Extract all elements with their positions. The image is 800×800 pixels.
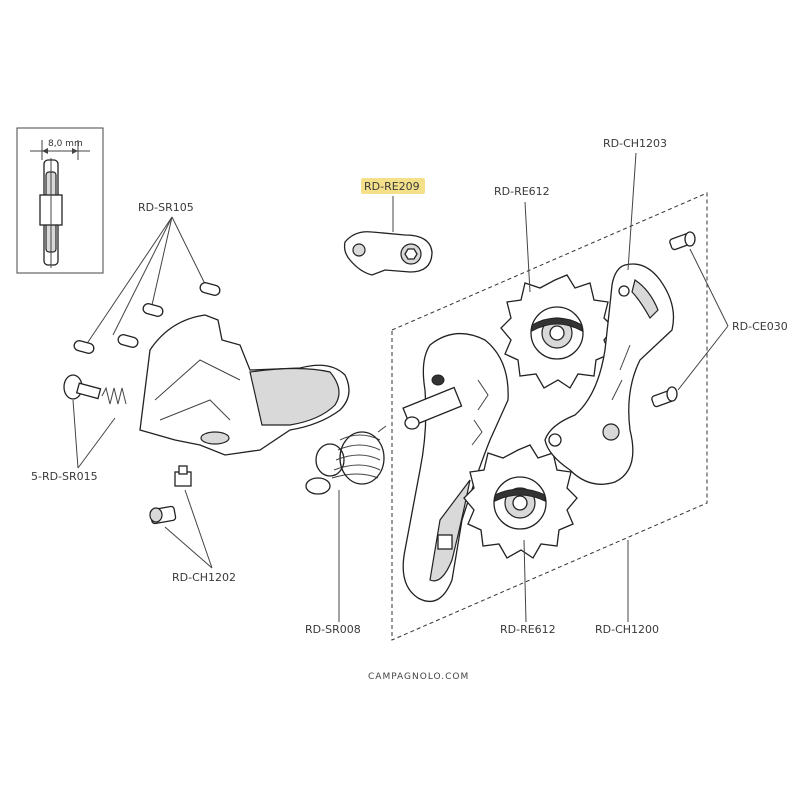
inset-detail: 8,0 mm bbox=[16, 127, 104, 274]
lower-jockey-wheel bbox=[463, 444, 578, 559]
label-rd-ce030: RD-CE030 bbox=[732, 320, 788, 333]
label-rd-sr105: RD-SR105 bbox=[138, 201, 194, 214]
cage-screws bbox=[651, 231, 696, 408]
pivot-axle bbox=[402, 374, 463, 430]
label-rd-ch1202: RD-CH1202 bbox=[172, 571, 236, 584]
pin-parts bbox=[73, 282, 221, 354]
label-rd-ch1200: RD-CH1200 bbox=[595, 623, 659, 636]
upper-jockey-wheel bbox=[500, 274, 615, 389]
footer-brand: CAMPAGNOLO.COM bbox=[368, 672, 469, 682]
label-rd-re612-top: RD-RE612 bbox=[494, 185, 550, 198]
torsion-spring bbox=[305, 425, 387, 495]
label-rd-re209-highlight bbox=[361, 178, 425, 194]
inset-dimension-label: 8,0 mm bbox=[48, 139, 83, 149]
fixing-bolt bbox=[63, 374, 127, 405]
adjust-screws bbox=[149, 465, 192, 525]
cage-assembly-outline bbox=[391, 192, 708, 641]
label-rd-re612-bottom: RD-RE612 bbox=[500, 623, 556, 636]
link-plate-part bbox=[343, 231, 433, 276]
label-rd-sr008: RD-SR008 bbox=[305, 623, 361, 636]
label-rd-ch1203: RD-CH1203 bbox=[603, 137, 667, 150]
label-rd-re209: RD-RE209 bbox=[364, 180, 420, 193]
label-5-rd-sr015: 5-RD-SR015 bbox=[31, 470, 98, 483]
outer-cage-plate bbox=[544, 263, 675, 485]
derailleur-body bbox=[139, 314, 350, 456]
